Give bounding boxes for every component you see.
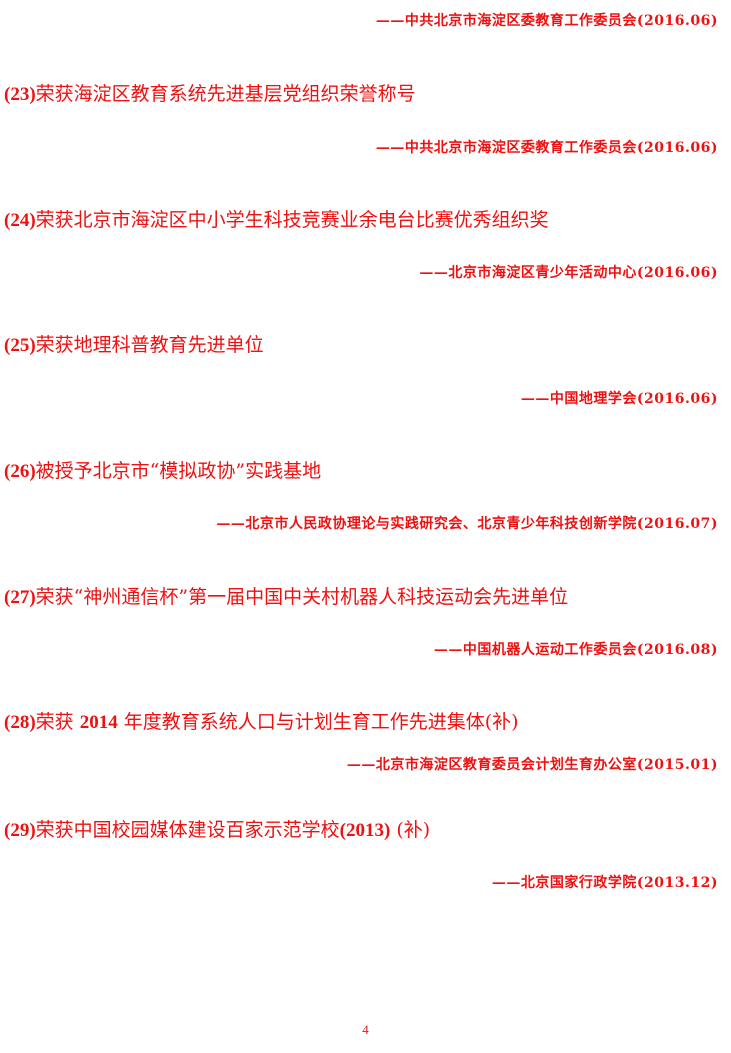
- award-year: 2014: [79, 712, 118, 733]
- source-line: ——北京市海淀区青少年活动中心(2016.06): [419, 265, 718, 281]
- award-text: 荣获北京市海淀区中小学生科技竞赛业余电台比赛优秀组织奖: [35, 209, 549, 231]
- award-text: 被授予北京市“模拟政协”实践基地: [35, 460, 322, 482]
- award-number: (26): [4, 461, 36, 482]
- award-item-27: (27)荣获“神州通信杯”第一届中国中关村机器人科技运动会先进单位: [4, 582, 568, 609]
- award-text-post: (补): [390, 819, 431, 841]
- award-text: 荣获地理科普教育先进单位: [35, 334, 264, 356]
- page-number: 4: [362, 1022, 369, 1037]
- source-line: ——中国地理学会(2016.06): [520, 391, 718, 407]
- award-text-pre: 荣获: [35, 711, 74, 733]
- award-item-25: (25)荣获地理科普教育先进单位: [4, 330, 264, 357]
- award-item-26: (26)被授予北京市“模拟政协”实践基地: [4, 456, 321, 483]
- award-number: (24): [4, 210, 36, 231]
- award-item-29: (29)荣获中国校园媒体建设百家示范学校(2013) (补): [4, 815, 430, 842]
- source-line: ——中共北京市海淀区委教育工作委员会(2016.06): [375, 13, 718, 29]
- award-text-pre: 荣获中国校园媒体建设百家示范学校: [35, 819, 340, 841]
- award-text-post: 年度教育系统人口与计划生育工作先进集体(补): [123, 711, 519, 733]
- award-item-23: (23)荣获海淀区教育系统先进基层党组织荣誉称号: [4, 79, 416, 106]
- source-line: ——北京国家行政学院(2013.12): [491, 875, 718, 891]
- award-number: (27): [4, 587, 36, 608]
- award-number: (28): [4, 712, 36, 733]
- source-line: ——北京市人民政协理论与实践研究会、北京青少年科技创新学院(2016.07): [216, 516, 718, 532]
- award-year: (2013): [339, 820, 391, 841]
- award-text: 荣获海淀区教育系统先进基层党组织荣誉称号: [35, 83, 416, 105]
- award-number: (25): [4, 335, 36, 356]
- award-number: (29): [4, 820, 36, 841]
- award-item-28: (28)荣获 2014 年度教育系统人口与计划生育工作先进集体(补): [4, 707, 519, 734]
- source-line: ——中国机器人运动工作委员会(2016.08): [433, 642, 718, 658]
- award-item-24: (24)荣获北京市海淀区中小学生科技竞赛业余电台比赛优秀组织奖: [4, 205, 549, 232]
- source-line: ——北京市海淀区教育委员会计划生育办公室(2015.01): [346, 757, 718, 773]
- source-line: ——中共北京市海淀区委教育工作委员会(2016.06): [375, 140, 718, 156]
- award-number: (23): [4, 84, 36, 105]
- award-text: 荣获“神州通信杯”第一届中国中关村机器人科技运动会先进单位: [35, 586, 569, 608]
